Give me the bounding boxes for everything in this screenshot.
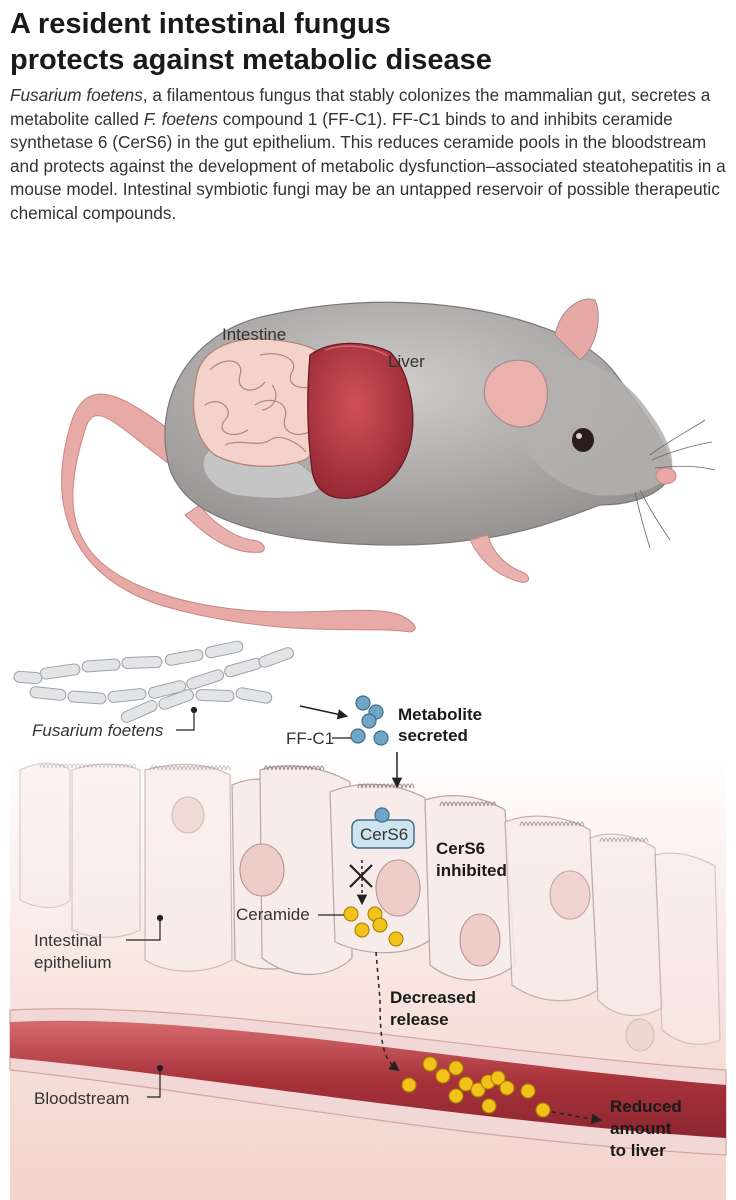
fungus-hyphae xyxy=(13,640,294,723)
mouse-hind-foot xyxy=(184,504,265,553)
decreased-label-line2: release xyxy=(390,1010,449,1029)
mouse-eye xyxy=(572,428,594,452)
epithelium-label-line2: epithelium xyxy=(34,953,112,972)
reduced-label-line2: amount xyxy=(610,1119,672,1138)
mouse-front-ear xyxy=(483,359,548,428)
leader-lines xyxy=(126,706,351,1098)
reduced-label-line3: to liver xyxy=(610,1141,666,1160)
ffc1-bound xyxy=(374,807,390,823)
mouse-front-foot xyxy=(469,534,529,583)
microvilli xyxy=(39,763,649,843)
ceramide-label: Ceramide xyxy=(236,905,310,924)
summary-species-abbrev: F. foetens xyxy=(143,108,218,129)
summary-text-2: compound 1 (FF-C1). FF-C1 binds to and i… xyxy=(10,108,726,223)
cell-nuclei xyxy=(171,796,655,1052)
mouse-liver xyxy=(307,342,414,499)
ffc1-metabolite xyxy=(350,695,389,746)
mouse-illustration: Intestine Liver xyxy=(61,298,716,633)
inhibition-x-mark xyxy=(349,864,373,888)
ffc1-label: FF-C1 xyxy=(286,729,334,748)
metabolite-label-line2: secreted xyxy=(398,726,468,745)
epithelium-label-line1: Intestinal xyxy=(34,931,102,950)
reduced-label-line1: Reduced xyxy=(610,1097,682,1116)
summary-text-1: , a filamentous fungus that stably colon… xyxy=(10,85,711,129)
mouse-head xyxy=(515,349,673,496)
pathway-diagram: CerS6 xyxy=(9,640,727,1200)
intestine-label: Intestine xyxy=(222,325,286,344)
mouse-eye-highlight xyxy=(576,433,582,439)
ceramide-in-blood xyxy=(401,1056,551,1118)
figure-title: A resident intestinal fungus protects ag… xyxy=(10,6,726,78)
summary-species-name: Fusarium foetens xyxy=(10,85,143,105)
fungus-label: Fusarium foetens xyxy=(32,721,164,740)
ceramide-in-cell xyxy=(343,906,404,947)
bloodstream-label: Bloodstream xyxy=(34,1089,129,1108)
mouse-back-ear xyxy=(554,298,599,361)
title-line-2: protects against metabolic disease xyxy=(10,44,492,76)
summary-paragraph: Fusarium foetens, a filamentous fungus t… xyxy=(10,84,730,225)
metabolite-label-line1: Metabolite xyxy=(398,705,482,724)
pathway-arrows xyxy=(299,705,603,1125)
mouse-tail xyxy=(61,393,416,633)
cers6-label: CerS6 xyxy=(360,825,408,844)
liver-label: Liver xyxy=(388,352,425,371)
cers6-inhibited-line1: CerS6 xyxy=(436,839,485,858)
cers6-inhibited-line2: inhibited xyxy=(436,861,507,880)
mouse-nose xyxy=(655,467,677,485)
title-line-1: A resident intestinal fungus xyxy=(10,8,391,40)
decreased-label-line1: Decreased xyxy=(390,988,476,1007)
mouse-whiskers xyxy=(634,419,716,549)
